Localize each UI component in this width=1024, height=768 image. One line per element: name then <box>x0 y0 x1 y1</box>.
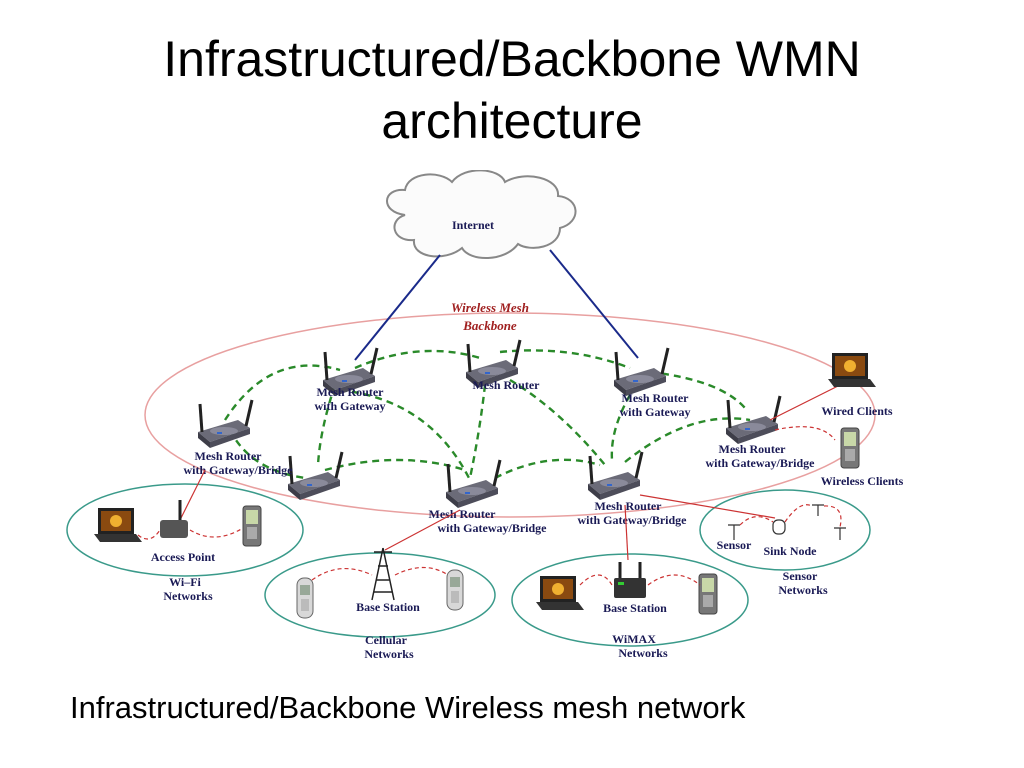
sensor-label: Sensor <box>717 538 752 552</box>
uplink-left <box>354 254 441 361</box>
mesh-router-bridge-right <box>586 450 644 502</box>
mesh-links <box>223 349 751 481</box>
wimax-laptop <box>536 576 584 610</box>
slide-caption: Infrastructured/Backbone Wireless mesh n… <box>70 690 746 725</box>
uplink-right <box>549 249 639 359</box>
router-center-label: Mesh Router <box>473 378 541 392</box>
wifi-laptop <box>94 508 142 542</box>
wireless-client-pda <box>840 427 860 469</box>
cellular-network-ellipse <box>264 552 496 638</box>
router-bridge-mid-label-1: Mesh Router <box>429 507 497 521</box>
wimax-pda <box>698 573 718 615</box>
sensor-node-icons <box>728 504 846 540</box>
router-gw-right-label-2: with Gateway <box>620 405 691 419</box>
sensor-uplink <box>639 494 776 519</box>
sink-node-label: Sink Node <box>763 544 817 558</box>
wmn-diagram: Internet Wireless Mesh Backbone Mesh Rou… <box>66 170 904 661</box>
router-gw-right-label-1: Mesh Router <box>622 391 690 405</box>
backbone-ellipse <box>144 312 876 518</box>
wifi-network-ellipse <box>66 483 304 577</box>
mesh-router-bridge-far <box>724 394 782 446</box>
cellular-client-links <box>311 566 449 581</box>
slide-title: Infrastructured/Backbone WMN architectur… <box>0 28 1024 152</box>
wireless-client-link <box>774 426 836 441</box>
access-point-icon <box>160 500 188 538</box>
wired-clients-label: Wired Clients <box>821 404 893 418</box>
wimax-label-1: WiMAX <box>612 632 656 646</box>
backbone-label-2: Backbone <box>462 318 517 333</box>
cellular-uplink <box>384 509 461 551</box>
internet-cloud <box>386 170 577 260</box>
mesh-router-bridge-mid <box>444 458 502 510</box>
base-station-cell-label: Base Station <box>356 600 420 614</box>
router-bridge-right-label-1: Mesh Router <box>595 499 663 513</box>
access-point-label: Access Point <box>151 550 215 564</box>
wifi-client-links <box>137 527 244 540</box>
wired-client-link <box>769 384 841 421</box>
cellular-label-1: Cellular <box>365 633 408 647</box>
cellular-phone-right <box>446 569 464 611</box>
wireless-clients-label: Wireless Clients <box>821 474 904 488</box>
backbone-label-1: Wireless Mesh <box>451 300 529 315</box>
sensor-net-label-1: Sensor <box>783 569 818 583</box>
wifi-label-1: Wi–Fi <box>169 575 201 589</box>
mesh-router-left-lower <box>286 450 344 502</box>
cellular-label-2: Networks <box>364 647 414 661</box>
wired-client-laptop <box>828 353 876 387</box>
sensor-network-ellipse <box>699 489 871 571</box>
wimax-client-links <box>579 574 701 586</box>
router-gw-left-label-1: Mesh Router <box>317 385 385 399</box>
sensor-net-label-2: Networks <box>778 583 828 597</box>
wimax-uplink <box>624 504 629 561</box>
router-bridge-mid-label-2: with Gateway/Bridge <box>438 521 548 535</box>
router-gw-left-label-2: with Gateway <box>315 399 386 413</box>
wifi-label-2: Networks <box>163 589 213 603</box>
title-line-1: Infrastructured/Backbone WMN <box>163 31 861 87</box>
wimax-label-2: Networks <box>618 646 668 660</box>
wifi-pda <box>242 505 262 547</box>
cellular-phone-left <box>296 577 314 619</box>
router-bridge-left-label-2: with Gateway/Bridge <box>184 463 294 477</box>
wimax-network-ellipse <box>511 553 749 647</box>
router-bridge-far-label-2: with Gateway/Bridge <box>706 456 816 470</box>
title-line-2: architecture <box>381 93 643 149</box>
mesh-router-gateway-right <box>612 346 670 398</box>
cell-tower-icon <box>371 547 395 601</box>
router-bridge-right-label-2: with Gateway/Bridge <box>578 513 688 527</box>
wifi-uplink <box>179 469 206 521</box>
sensor-links <box>739 504 842 528</box>
base-station-wimax-label: Base Station <box>603 601 667 615</box>
router-bridge-far-label-1: Mesh Router <box>719 442 787 456</box>
router-bridge-left-label-1: Mesh Router <box>195 449 263 463</box>
mesh-router-bridge-left <box>196 398 254 450</box>
wimax-base-station-icon <box>614 562 646 598</box>
internet-label: Internet <box>452 218 494 232</box>
